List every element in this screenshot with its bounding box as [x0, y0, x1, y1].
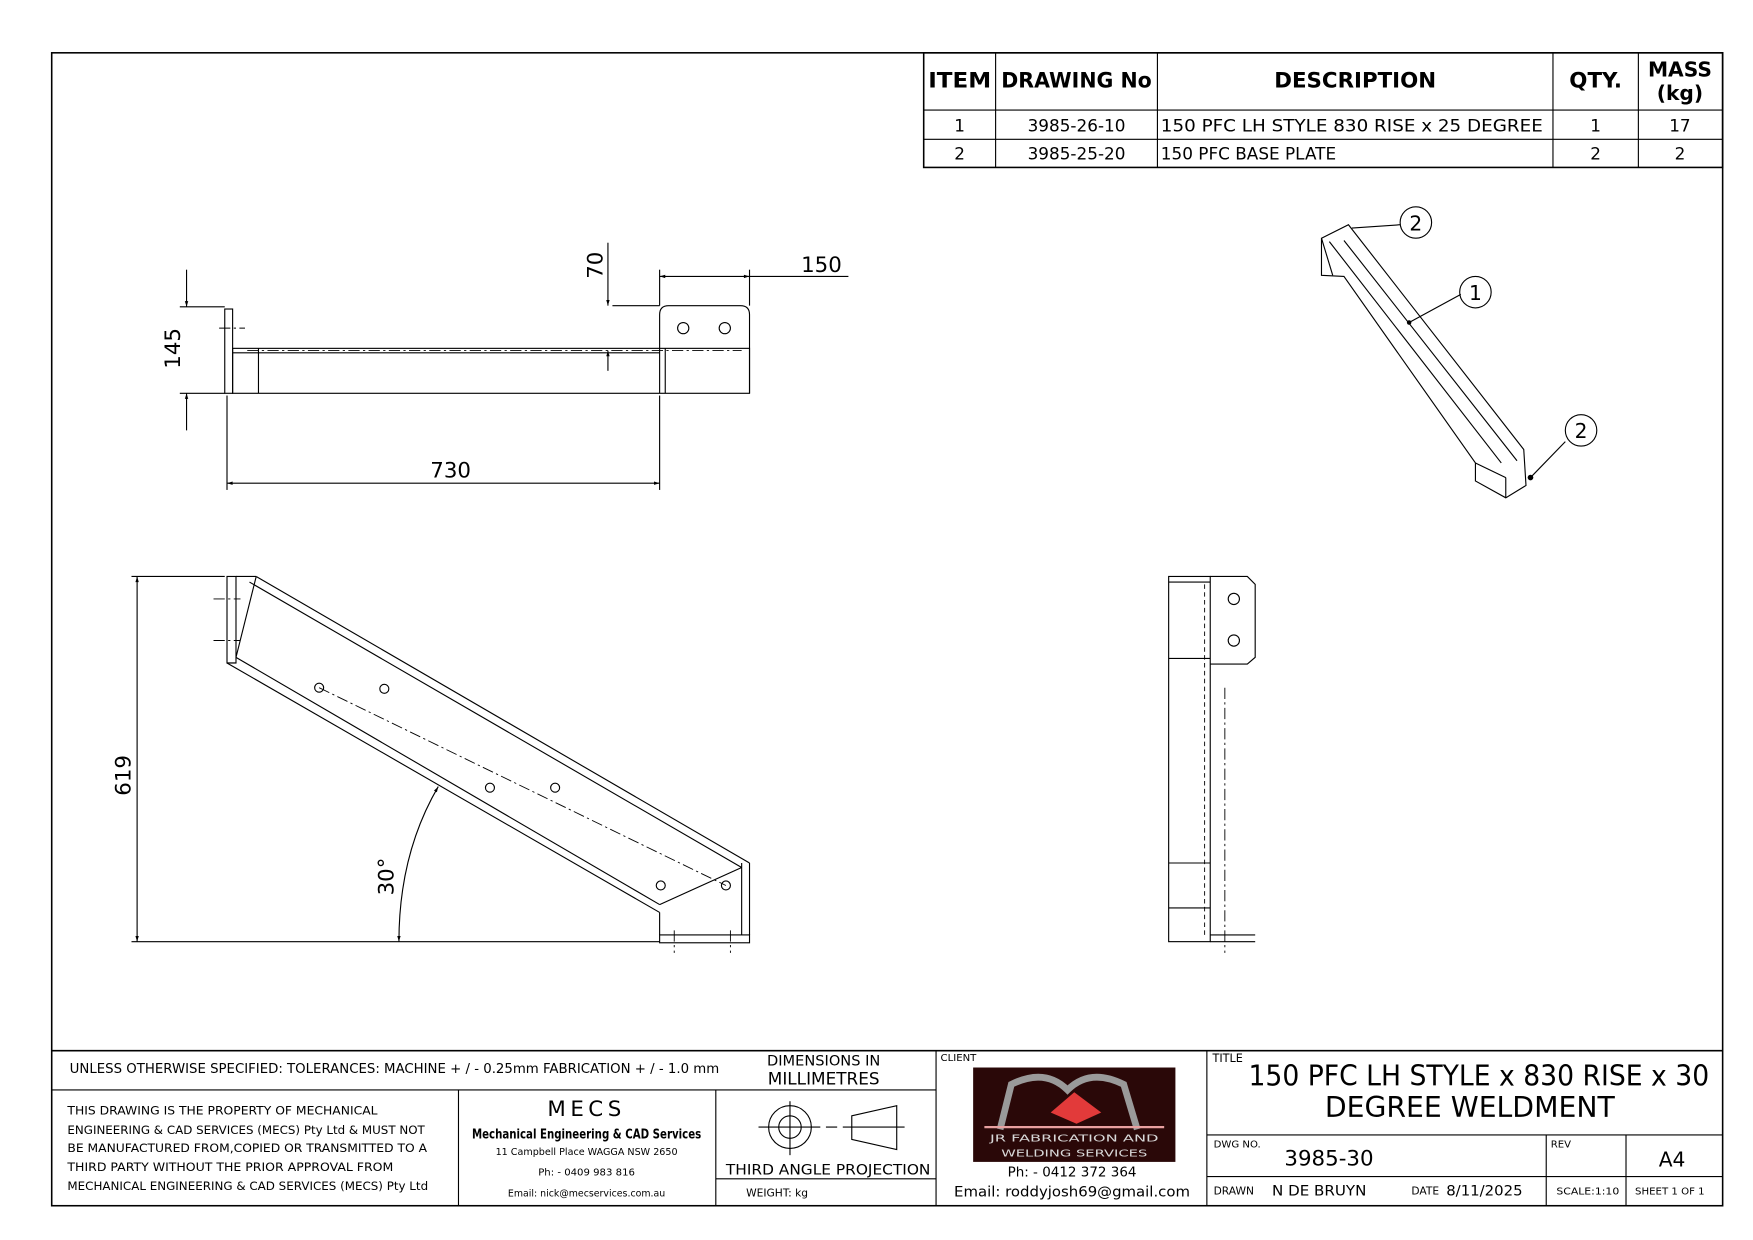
bom-mass: 17 [1669, 115, 1690, 135]
bom-description: 150 PFC BASE PLATE [1161, 144, 1336, 164]
bom-header-mass: MASS [1648, 57, 1712, 81]
bom-item: 1 [954, 115, 965, 135]
mecs-name: Mechanical Engineering & CAD Services [472, 1127, 701, 1142]
dimensions-in-label: DIMENSIONS IN [767, 1052, 880, 1069]
drawing-title-line1: 150 PFC LH STYLE x 830 RISE x 30 [1248, 1059, 1709, 1092]
bom-mass: 2 [1675, 144, 1686, 164]
bom-drawing-no: 3985-26-10 [1028, 115, 1126, 135]
svg-text:JR FABRICATION AND: JR FABRICATION AND [988, 1134, 1158, 1145]
bolt-hole [677, 321, 690, 335]
drawing-title-line2: DEGREE WELDMENT [1325, 1091, 1616, 1124]
bolt-hole [720, 880, 731, 891]
sheet-number: SHEET 1 OF 1 [1635, 1186, 1705, 1197]
front-view: 619 30° [111, 575, 751, 953]
bom-header-drawing-no: DRAWING No [1001, 69, 1152, 94]
drawing-border [50, 52, 1724, 1207]
date: 8/11/2025 [1446, 1183, 1522, 1200]
third-angle-projection-symbol [758, 1101, 905, 1156]
svg-text:THIRD PARTY WITHOUT THE PRIOR: THIRD PARTY WITHOUT THE PRIOR APPROVAL F… [66, 1160, 393, 1174]
bolt-hole [1227, 592, 1241, 606]
bill-of-materials: ITEM DRAWING No DESCRIPTION QTY. MASS (k… [922, 52, 1724, 169]
svg-text:2: 2 [1409, 211, 1422, 235]
client-logo: JR FABRICATION AND WELDING SERVICES [973, 1067, 1176, 1162]
bolt-hole [379, 683, 390, 694]
dwg-no-label: DWG NO. [1214, 1139, 1261, 1150]
client-label: CLIENT [941, 1053, 978, 1064]
bom-header-description: DESCRIPTION [1274, 69, 1436, 94]
svg-text:BE MANUFACTURED FROM,COPIED OR: BE MANUFACTURED FROM,COPIED OR TRANSMITT… [67, 1141, 427, 1155]
svg-text:2: 2 [1575, 419, 1588, 443]
dimension-70: 70 [583, 252, 608, 279]
dimension-angle: 30° [374, 858, 399, 896]
bolt-hole [655, 880, 666, 891]
bom-header-qty: QTY. [1569, 69, 1622, 94]
date-label: DATE [1411, 1184, 1439, 1197]
bom-qty: 2 [1590, 144, 1601, 164]
sheet-size: A4 [1659, 1147, 1686, 1171]
dimensions-unit: MILLIMETRES [768, 1068, 880, 1088]
mecs-phone: Ph: - 0409 983 816 [538, 1167, 635, 1178]
dimension-145: 145 [161, 328, 186, 369]
title-label: TITLE [1211, 1052, 1242, 1065]
bolt-hole [1227, 634, 1241, 647]
title-block: UNLESS OTHERWISE SPECIFIED: TOLERANCES: … [51, 1049, 1723, 1206]
bom-description: 150 PFC LH STYLE 830 RISE x 25 DEGREE [1161, 115, 1543, 135]
bom-qty: 1 [1590, 115, 1601, 135]
tolerances-note: UNLESS OTHERWISE SPECIFIED: TOLERANCES: … [70, 1062, 719, 1077]
bolt-hole [484, 782, 496, 793]
mecs-address: 11 Campbell Place WAGGA NSW 2650 [496, 1147, 678, 1158]
projection-label: THIRD ANGLE PROJECTION [725, 1162, 931, 1178]
bom-row: 2 3985-25-20 150 PFC BASE PLATE 2 2 [954, 144, 1685, 164]
dimension-619: 619 [111, 755, 136, 796]
svg-text:WELDING SERVICES: WELDING SERVICES [1001, 1148, 1147, 1159]
isometric-view: 2 1 2 [1320, 206, 1598, 499]
dwg-no: 3985-30 [1284, 1146, 1373, 1171]
bolt-hole [314, 682, 325, 693]
weight-label: WEIGHT: kg [746, 1187, 808, 1200]
bom-item: 2 [954, 144, 965, 164]
bolt-hole [718, 321, 731, 335]
bom-header-item: ITEM [928, 69, 991, 94]
top-view: 145 730 150 70 [161, 242, 849, 490]
dimension-730: 730 [430, 459, 471, 484]
bom-drawing-no: 3985-25-20 [1028, 144, 1126, 164]
side-view [1168, 575, 1256, 953]
svg-text:ENGINEERING & CAD SERVICES (ME: ENGINEERING & CAD SERVICES (MECS) Pty Lt… [67, 1123, 425, 1137]
balloon-item-2: 2 [1399, 206, 1433, 239]
bom-row: 1 3985-26-10 150 PFC LH STYLE 830 RISE x… [954, 115, 1690, 135]
client-phone: Ph: - 0412 372 364 [1008, 1165, 1137, 1181]
mecs-logo: MECS [547, 1097, 625, 1122]
dimension-150: 150 [801, 253, 842, 278]
drawn-by: N DE BRUYN [1272, 1183, 1366, 1200]
bolt-hole [550, 782, 561, 793]
svg-text:THIS DRAWING IS THE PROPERTY O: THIS DRAWING IS THE PROPERTY OF MECHANIC… [66, 1104, 378, 1118]
balloon-item-2: 2 [1564, 414, 1598, 447]
client-email: Email: roddyjosh69@gmail.com [954, 1185, 1190, 1201]
bom-header-mass-unit: (kg) [1657, 81, 1703, 105]
scale: SCALE:1:10 [1556, 1186, 1619, 1197]
svg-text:MECHANICAL ENGINEERING & CAD S: MECHANICAL ENGINEERING & CAD SERVICES (M… [67, 1179, 428, 1193]
balloon-item-1: 1 [1459, 275, 1492, 309]
drawn-label: DRAWN [1214, 1184, 1254, 1197]
mecs-email: Email: nick@mecservices.com.au [508, 1189, 665, 1200]
rev-label: REV [1551, 1139, 1571, 1150]
property-notice: THIS DRAWING IS THE PROPERTY OF MECHANIC… [66, 1104, 428, 1193]
svg-text:1: 1 [1469, 281, 1482, 305]
